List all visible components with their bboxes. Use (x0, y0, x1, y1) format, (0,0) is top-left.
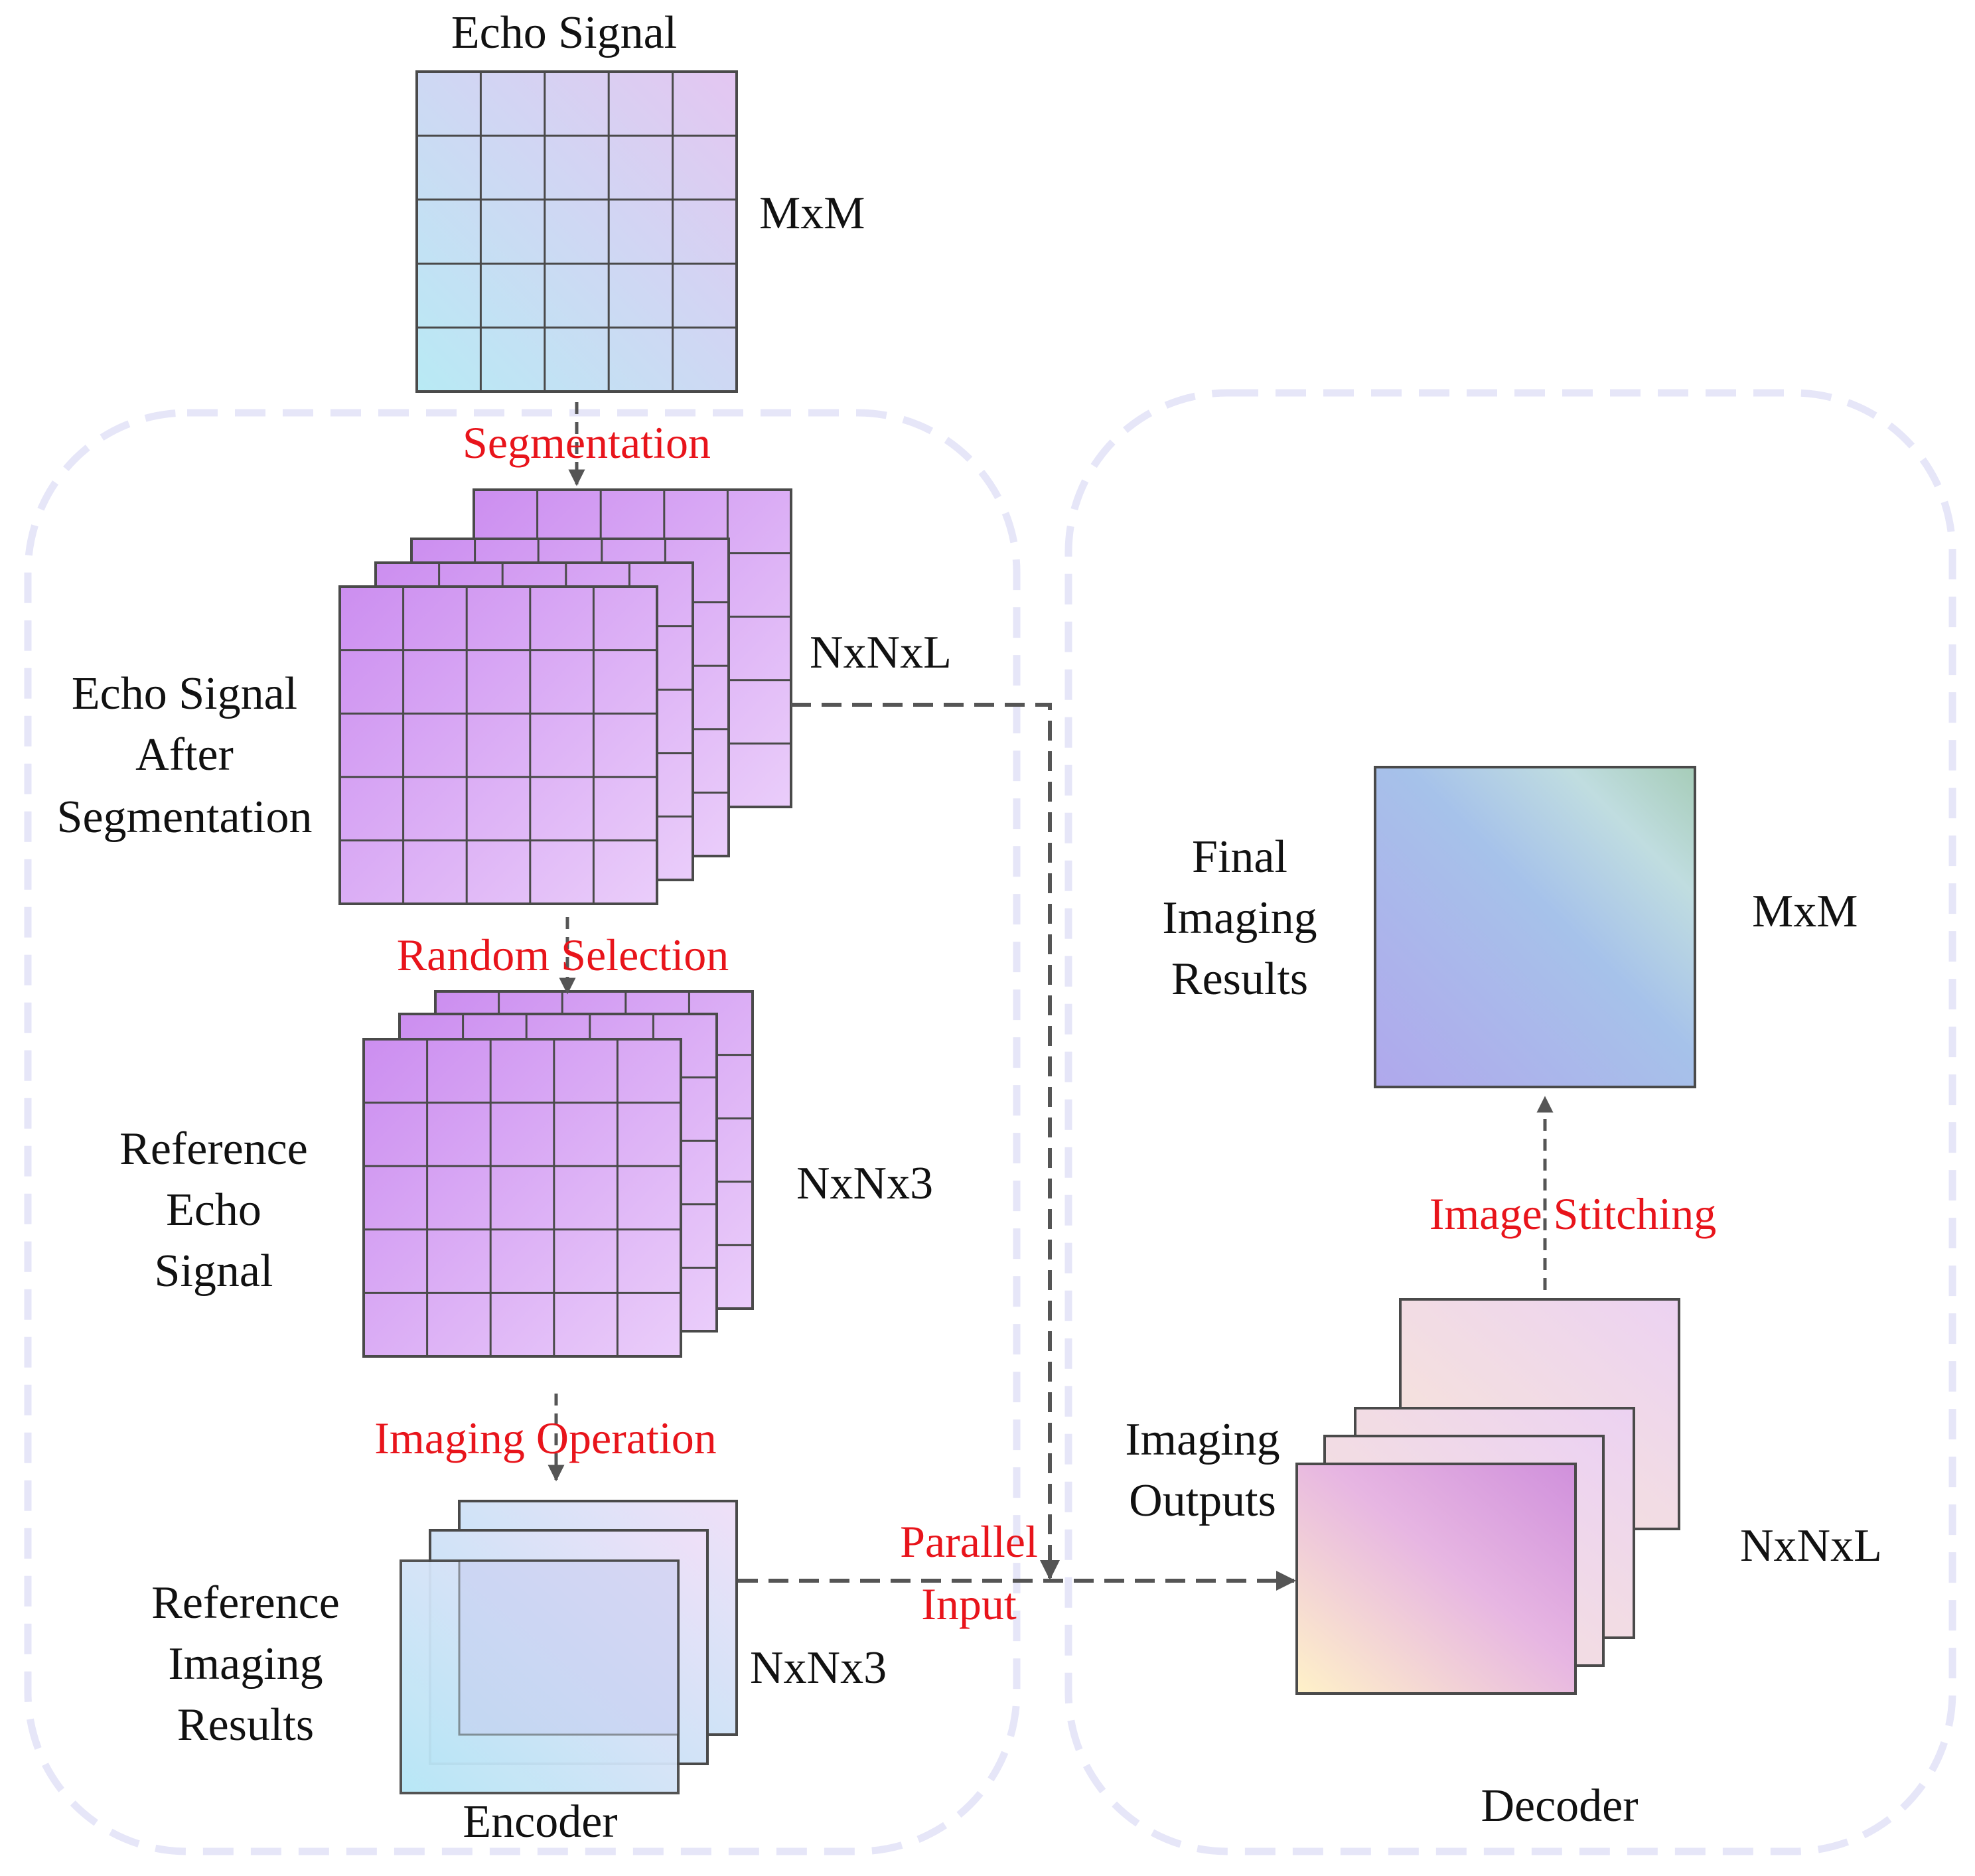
outputs-dim: NxNxL (1740, 1520, 1882, 1571)
echo-signal-title: Echo Signal (451, 7, 677, 58)
final-results-label-2: Imaging (1162, 893, 1317, 944)
outputs-label-2: Outputs (1129, 1475, 1276, 1526)
after-seg-dim: NxNxL (810, 627, 952, 678)
parallel-input-label-1: Parallel (900, 1516, 1038, 1567)
reference-grid-layer (362, 1038, 682, 1358)
final-results-label-1: Final (1192, 831, 1287, 883)
parallel-input-label-2: Input (921, 1579, 1017, 1629)
segmented-echo-stack (338, 488, 792, 905)
ref-img-label-2: Imaging (168, 1638, 323, 1690)
imaging-outputs-stack (1295, 1298, 1680, 1695)
ref-img-label-3: Results (177, 1699, 314, 1751)
segmented-grid-layer (338, 585, 658, 905)
ref-echo-label-2: Echo (166, 1185, 261, 1236)
outputs-label-1: Imaging (1125, 1414, 1280, 1465)
after-seg-label-2: After (135, 729, 234, 780)
after-seg-label-3: Segmentation (57, 792, 313, 843)
segmentation-label: Segmentation (463, 417, 711, 468)
final-results-dim: MxM (1752, 886, 1858, 937)
final-results-label-3: Results (1171, 954, 1308, 1005)
encoder-region (24, 409, 1021, 1855)
echo-signal-grid (415, 70, 738, 393)
ref-echo-label-1: Reference (119, 1123, 308, 1175)
decoder-label: Decoder (1481, 1780, 1638, 1832)
image-stitching-label: Image Stitching (1429, 1189, 1716, 1239)
after-seg-label-1: Echo Signal (72, 668, 297, 719)
reference-echo-stack (362, 990, 754, 1358)
encoder-label: Encoder (463, 1796, 617, 1847)
random-selection-label: Random Selection (397, 930, 729, 980)
final-imaging-image (1374, 766, 1696, 1088)
reference-imaging-stack (400, 1500, 738, 1794)
echo-signal-dim: MxM (759, 188, 865, 239)
ref-img-label-1: Reference (151, 1577, 340, 1628)
connector-stack-to-parallel (791, 703, 1060, 1580)
ref-echo-dim: NxNx3 (796, 1158, 933, 1209)
imaging-operation-label: Imaging Operation (374, 1413, 717, 1463)
ref-img-dim: NxNx3 (750, 1642, 887, 1694)
ref-echo-label-3: Signal (155, 1246, 273, 1297)
decoder-region (1064, 389, 1956, 1855)
